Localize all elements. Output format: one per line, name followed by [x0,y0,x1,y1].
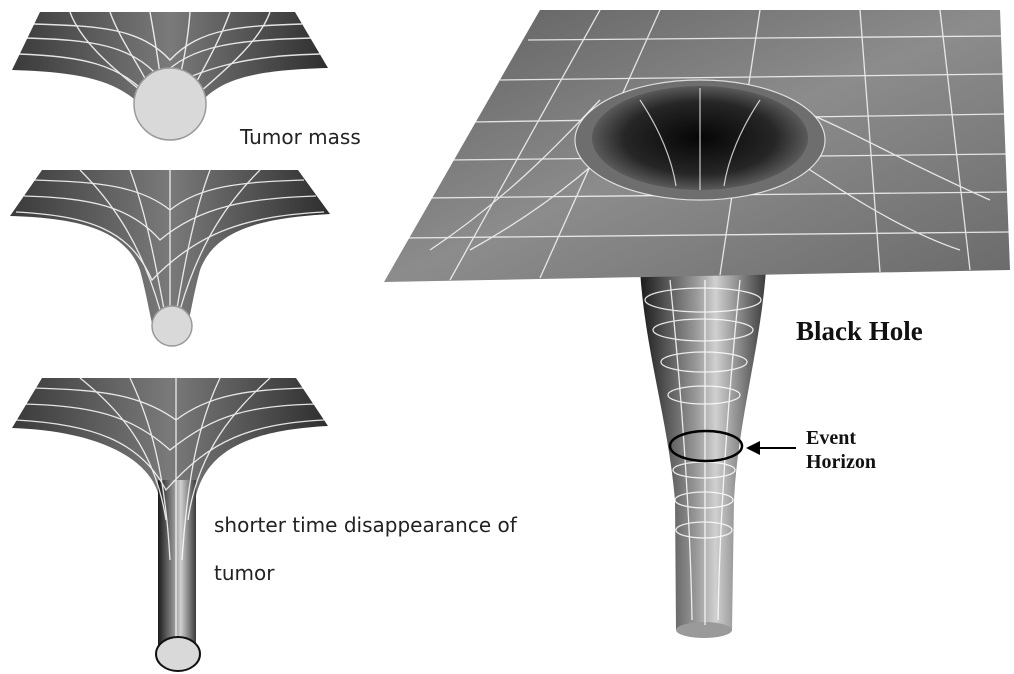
black-hole-label: Black Hole [796,316,923,346]
stage2-funnel [10,170,330,346]
stage3-tumor [156,637,200,671]
black-hole-tube [640,270,766,630]
black-hole-tube-end [676,622,732,638]
stage1-well [12,12,328,140]
event-horizon-arrow [746,441,796,455]
event-label: Event [806,427,856,449]
tumor-mass-label: Tumor mass [239,125,361,149]
stage2-tumor [152,306,192,346]
shorter-time-label-line2: tumor [214,561,275,585]
horizon-label: Horizon [806,451,876,473]
shorter-time-label-line1: shorter time disappearance of [214,513,518,537]
stage1-tumor [134,68,206,140]
